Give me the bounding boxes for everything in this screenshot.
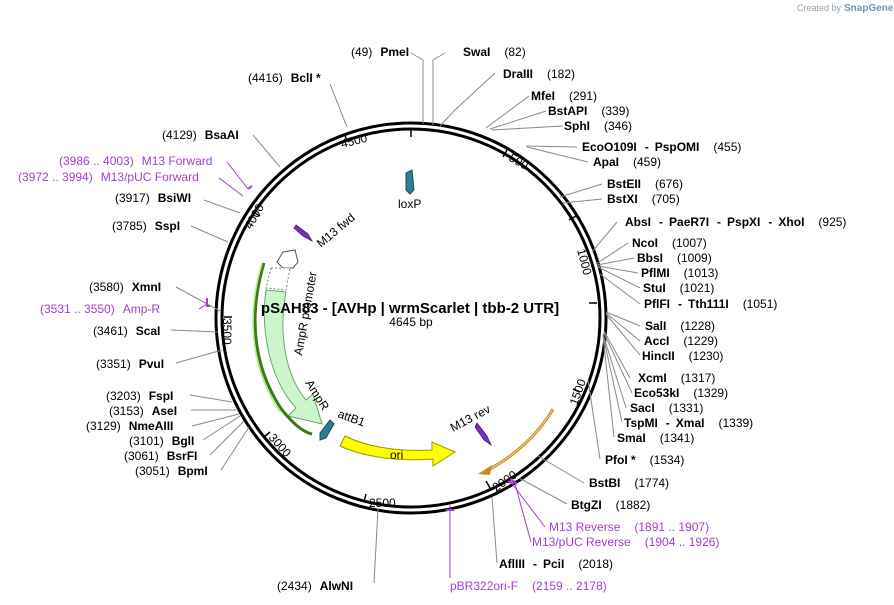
site-sphi: SphI(346) (564, 119, 632, 133)
site-bsaai: (4129)BsaAI (162, 128, 239, 142)
site-bstapi: BstAPI(339) (548, 104, 629, 118)
site-pmei: (49)PmeI (351, 45, 409, 59)
primer-amp-r: (3531 .. 3550)Amp-R (40, 302, 160, 316)
site-btgzi: BtgZI(1882) (571, 498, 650, 512)
primer-leaders (198, 161, 546, 578)
site-hincii: HincII(1230) (642, 349, 723, 363)
site-bstbi: BstBI(1774) (589, 476, 669, 490)
primer-marks (206, 185, 518, 511)
site-sspi: (3785)SspI (112, 219, 180, 233)
site-scai: (3461)ScaI (93, 324, 160, 338)
site-pflfi: PflFI-Tth111I(1051) (644, 297, 777, 311)
ampr-feature (263, 289, 323, 425)
site-afliii: AflIII-PciI(2018) (499, 557, 613, 571)
site-bstxi: BstXI(705) (607, 192, 680, 206)
leader-lines (170, 52, 641, 584)
site-xmni: (3580)XmnI (89, 280, 161, 294)
site-nmeaiii: (3129)NmeAIII (86, 419, 173, 433)
site-bsteii: BstEII(676) (607, 177, 683, 191)
loxp-feature (405, 169, 415, 195)
site-bpmi: (3051)BpmI (135, 464, 208, 478)
site-pvui: (3351)PvuI (96, 357, 164, 371)
site-bsrfi: (3061)BsrFI (124, 449, 197, 463)
site-saci: SacI(1331) (630, 401, 703, 415)
site-pflmi: PflMI(1013) (641, 266, 718, 280)
site-eco53ki: Eco53kI(1329) (634, 386, 728, 400)
site-pfoi: PfoI *(1534) (605, 453, 684, 467)
outer-feature-arrowhead (478, 465, 492, 475)
primer-m13-puc-forward: (3972 .. 3994)M13/pUC Forward (18, 170, 199, 184)
m13-fwd-label: M13 fwd (314, 210, 358, 250)
site-bbsi: BbsI(1009) (637, 251, 712, 265)
site-smai: SmaI(1341) (617, 431, 694, 445)
site-mfei: MfeI(291) (531, 89, 597, 103)
site-bgli: (3101)BglI (129, 434, 194, 448)
site-stui: StuI(1021) (643, 281, 714, 295)
site-fspi: (3203)FspI (106, 389, 173, 403)
loxp-label: loxP (398, 197, 421, 211)
site-xcmi: XcmI(1317) (638, 371, 715, 385)
m13-rev-label: M13 rev (448, 402, 493, 435)
m13-fwd-feature (293, 224, 314, 243)
site-apai: ApaI(459) (593, 155, 661, 169)
site-asei: (3153)AseI (109, 404, 177, 418)
attb1-feature (319, 419, 335, 441)
site-swai: SwaI(82) (463, 45, 526, 59)
site-sali: SalI(1228) (645, 319, 715, 333)
tick-label-4500: 4500 (339, 131, 369, 151)
ampr-promoter-arrowhead (276, 249, 299, 269)
outer-feature-strand-highlight (487, 408, 554, 471)
ampr-strand-line (253, 262, 313, 436)
site-tspmi: TspMI-XmaI(1339) (624, 416, 753, 430)
ampr-strand-highlight (252, 262, 281, 413)
site-ncoi: NcoI(1007) (632, 236, 707, 250)
site-absi: AbsI-PaeR7I-PspXI-XhoI(925) (625, 215, 846, 229)
tick-label-3500: 3500 (220, 318, 234, 345)
site-bsiwi: (3917)BsiWI (115, 191, 191, 205)
plasmid-length: 4645 bp (389, 315, 433, 329)
attb1-label: attB1 (336, 407, 367, 430)
site-bcli: (4416)BclI * (248, 71, 321, 85)
plasmid-title: pSAH83 - [AVHp | wrmScarlet | tbb-2 UTR] (261, 300, 559, 317)
tick-label-2500: 2500 (369, 496, 396, 510)
tick-label-4000: 4000 (241, 201, 267, 231)
site-acci: AccI(1229) (644, 334, 718, 348)
site-draiii: DraIII(182) (503, 67, 575, 81)
primer-m13-reverse: M13 Reverse(1891 .. 1907) (549, 520, 709, 534)
m13-rev-feature (474, 422, 492, 447)
ori-feature (339, 435, 457, 467)
credit-text: Created by (797, 3, 842, 13)
site-alwni: (2434)AlwNI (277, 579, 353, 593)
ampr-promoter-feature (265, 267, 291, 291)
site-ecoo109i: EcoO109I-PspOMI(455) (582, 140, 741, 154)
backbone-ticks (224, 129, 597, 503)
primer-m13-forward: (3986 .. 4003)M13 Forward (59, 154, 212, 168)
primer-m13-puc-reverse: M13/pUC Reverse(1904 .. 1926) (532, 535, 719, 549)
ori-label: ori (390, 448, 403, 462)
tick-label-1000: 1000 (574, 247, 595, 277)
primer-pbr322ori-f: pBR322ori-F(2159 .. 2178) (450, 579, 607, 593)
snapgene-logo: SnapGene (844, 3, 894, 14)
